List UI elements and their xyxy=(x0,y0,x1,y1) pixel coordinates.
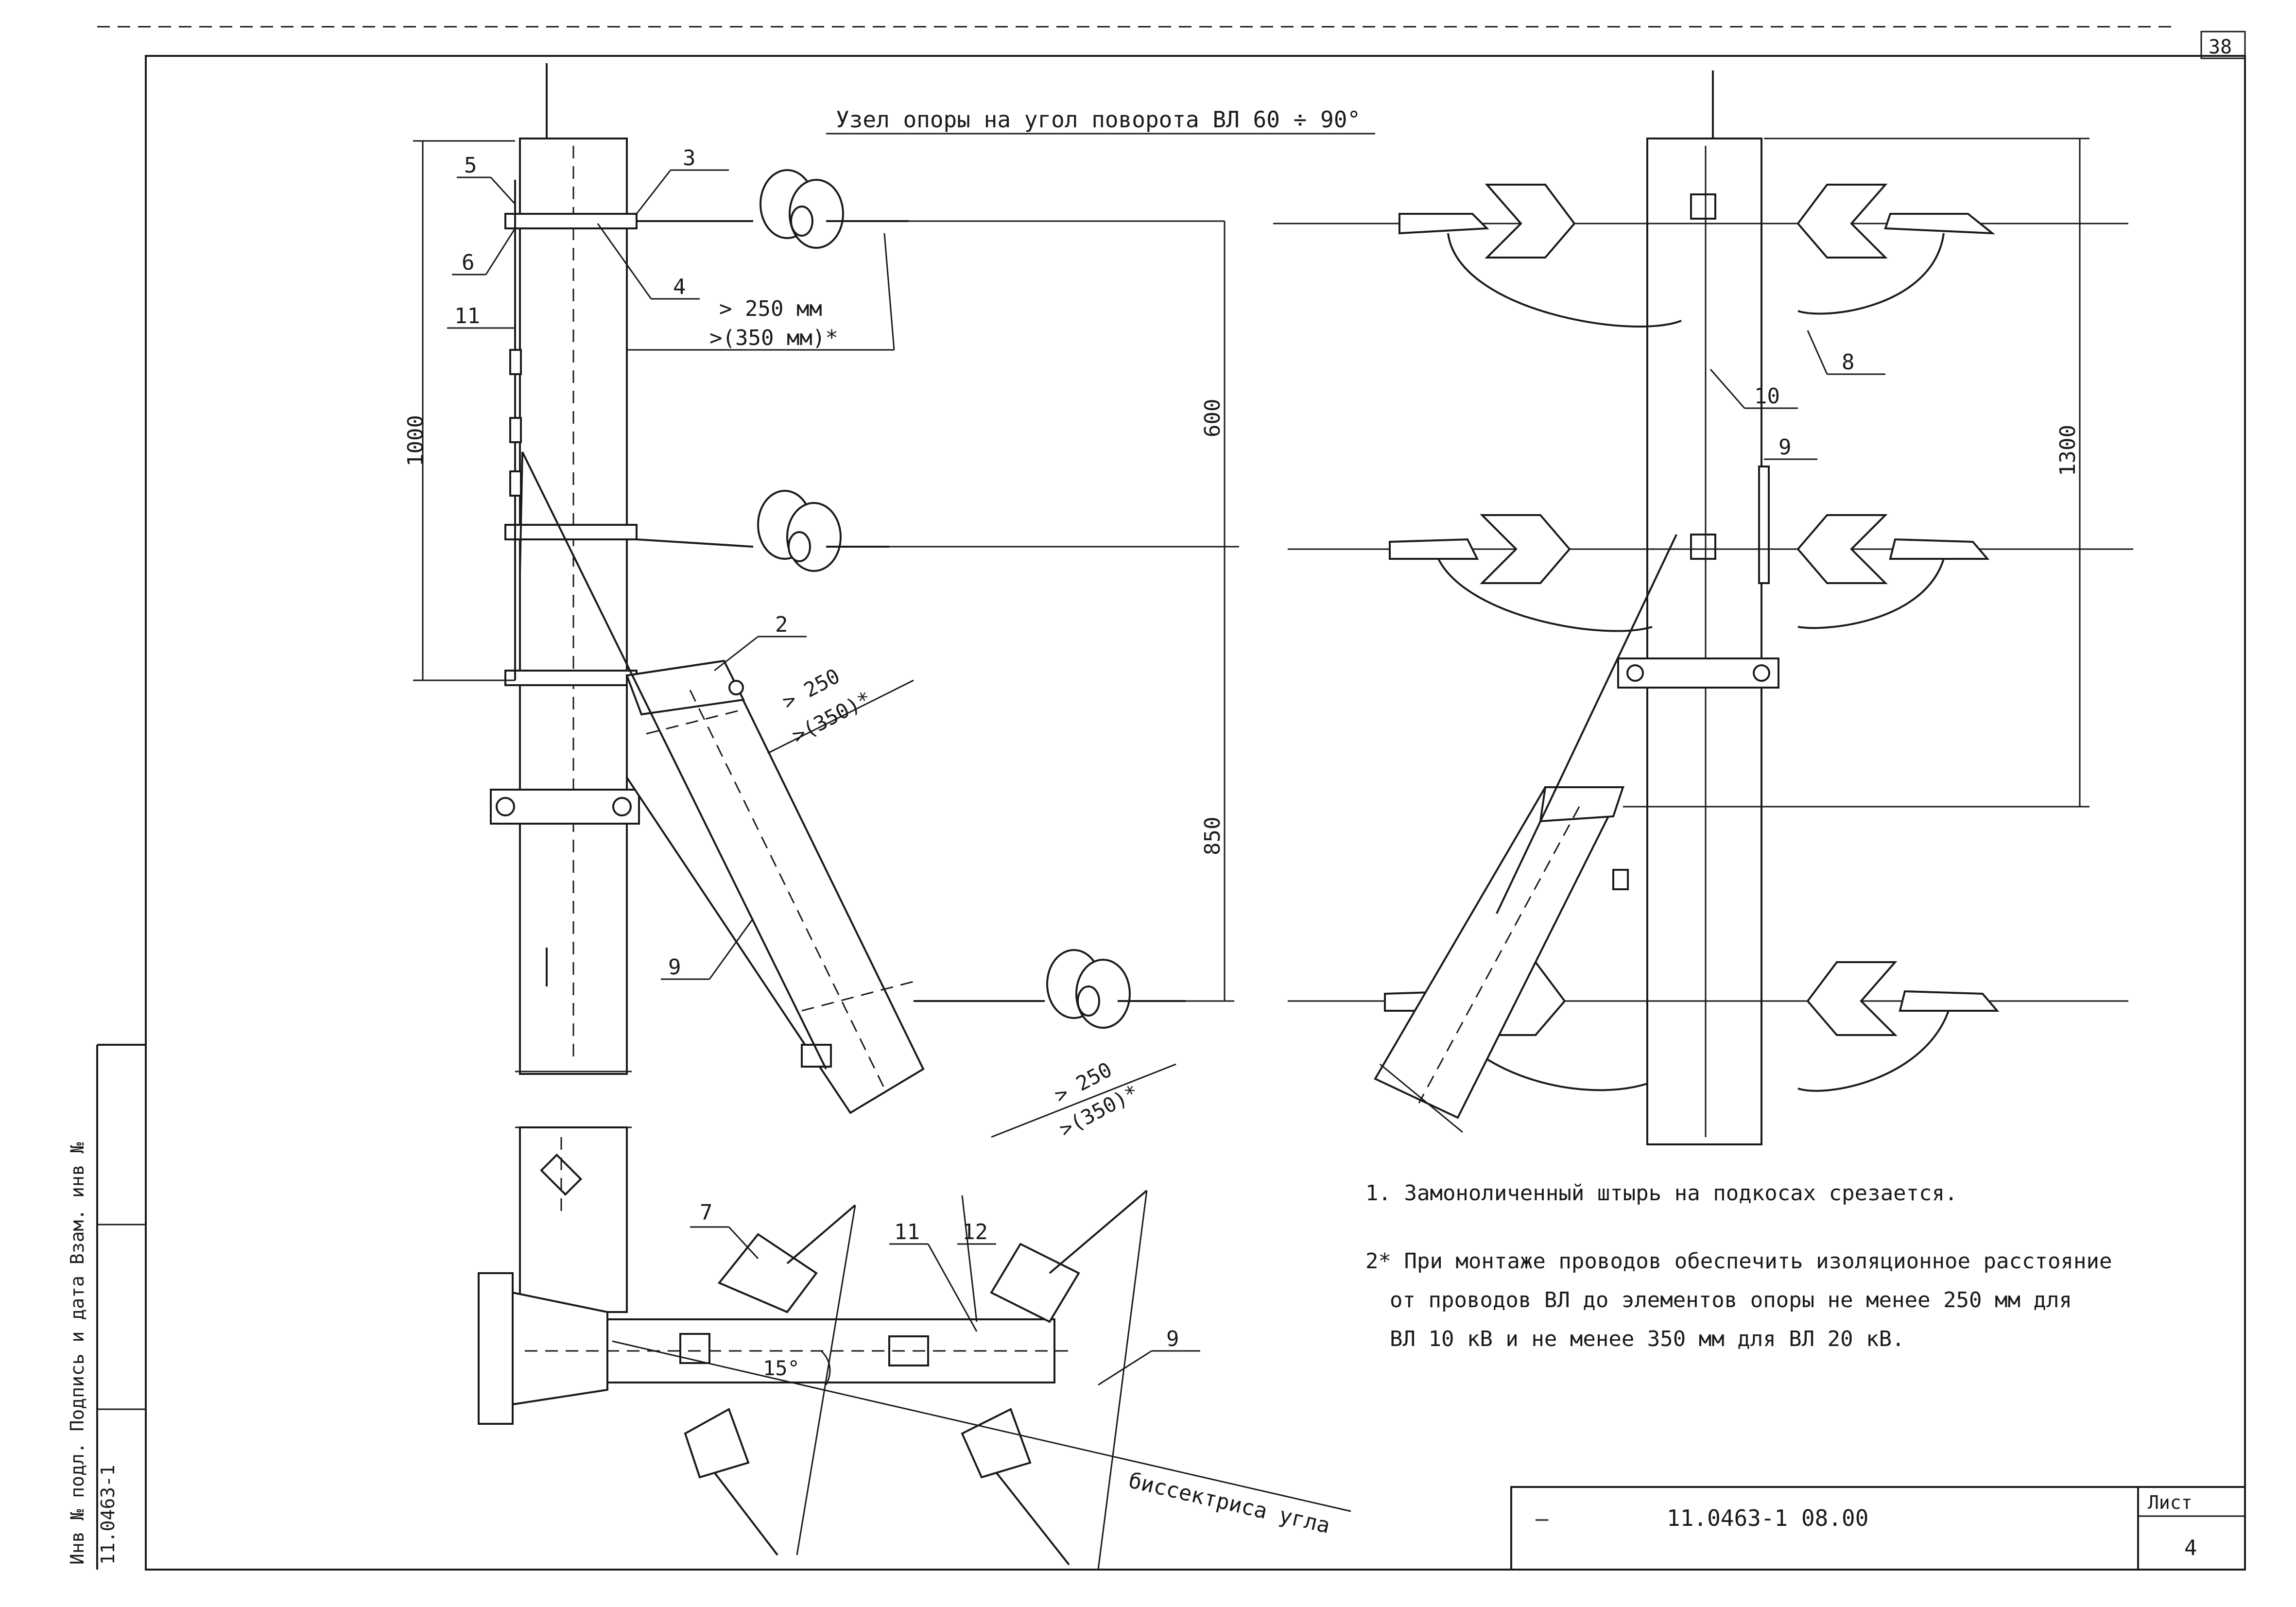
lower-bracket xyxy=(504,670,638,686)
plan-insulator-low-left xyxy=(684,1408,778,1556)
note-2-line2: от проводов ВЛ до элементов опоры не мен… xyxy=(1390,1288,2072,1313)
angle-15: 15° xyxy=(763,1356,800,1380)
callout-9-left: 9 xyxy=(668,955,681,980)
callout-4: 4 xyxy=(673,275,686,299)
title-block-code: 11.0463-1 08.00 xyxy=(1667,1505,1868,1531)
lower-insulator xyxy=(1046,949,1131,1029)
side-stamp: Инв № подл. Подпись и дата Взам. инв № 1… xyxy=(67,1044,146,1570)
title-block-sheet-label: Лист xyxy=(2148,1492,2192,1513)
plan-view: биссектриса угла 15° 7 11 12 9 xyxy=(478,1190,1351,1570)
left-view: 1000 600 850 > 250 мм >(350 мм)* > 250 >… xyxy=(403,63,1239,1313)
right-clamp-plate xyxy=(1617,657,1779,689)
notes: 1. Замоноличенный штырь на подкосах срез… xyxy=(1365,1181,2112,1351)
dim-850: 850 xyxy=(1200,817,1225,855)
plan-insulator-7 xyxy=(717,1204,856,1313)
callout-5: 5 xyxy=(464,153,477,178)
note-2-line3: ВЛ 10 кВ и не менее 350 мм для ВЛ 20 кВ. xyxy=(1390,1327,1905,1351)
title-block: – 11.0463-1 08.00 Лист 4 xyxy=(1510,1486,2246,1571)
right-top-insulators xyxy=(1398,184,1996,259)
callout-9-plan: 9 xyxy=(1166,1327,1179,1351)
right-view: 1300 8 10 9 xyxy=(1273,70,2133,1145)
plan-mounting-plate xyxy=(478,1272,514,1425)
plan-insulator-right xyxy=(990,1190,1148,1323)
note-2: 2* При монтаже проводов обеспечить изоля… xyxy=(1365,1249,2112,1274)
title-block-sheet-number: 4 xyxy=(2184,1536,2197,1560)
bisector-label: биссектриса угла xyxy=(1126,1468,1332,1538)
dim-250-upper: > 250 мм xyxy=(719,296,822,321)
dim-1300: 1300 xyxy=(2055,425,2080,476)
dim-350-upper: >(350 мм)* xyxy=(709,326,838,350)
dim-1000: 1000 xyxy=(403,415,428,467)
corner-sheet-number: 38 xyxy=(2209,36,2232,58)
plan-insulator-low-right xyxy=(961,1408,1070,1566)
callout-7: 7 xyxy=(700,1200,713,1225)
pole-right xyxy=(1646,138,1762,1145)
callout-9-right: 9 xyxy=(1778,435,1792,460)
callout-2: 2 xyxy=(775,612,788,637)
title-block-dash: – xyxy=(1536,1506,1549,1531)
right-strut xyxy=(1374,786,1625,1119)
drawing-frame xyxy=(145,55,2246,1571)
drawing-title: Узел опоры на угол поворота ВЛ 60 ÷ 90° xyxy=(836,106,1361,133)
strut-brace xyxy=(625,659,925,1114)
upper-insulator xyxy=(760,169,844,249)
upper-bracket xyxy=(504,213,638,229)
bisector-line xyxy=(612,1340,1351,1512)
right-mid-insulators xyxy=(1389,514,1990,584)
callout-12: 12 xyxy=(962,1220,988,1244)
middle-insulator xyxy=(757,490,842,572)
callout-3: 3 xyxy=(683,146,696,171)
callout-11-plan: 11 xyxy=(894,1220,920,1244)
stay-line-9 xyxy=(521,451,827,1070)
side-stamp-code: 11.0463-1 xyxy=(97,1465,119,1565)
pole-left-lower xyxy=(519,1126,628,1313)
corner-number-box xyxy=(2200,31,2246,59)
callout-6: 6 xyxy=(462,250,475,275)
dim-600: 600 xyxy=(1200,399,1225,437)
callout-10: 10 xyxy=(1754,384,1780,409)
callout-8: 8 xyxy=(1842,350,1855,375)
callout-11-left: 11 xyxy=(454,304,480,328)
note-1: 1. Замоноличенный штырь на подкосах срез… xyxy=(1365,1181,1958,1206)
side-stamp-text: Инв № подл. Подпись и дата Взам. инв № xyxy=(67,1142,88,1565)
middle-bracket xyxy=(504,524,638,540)
